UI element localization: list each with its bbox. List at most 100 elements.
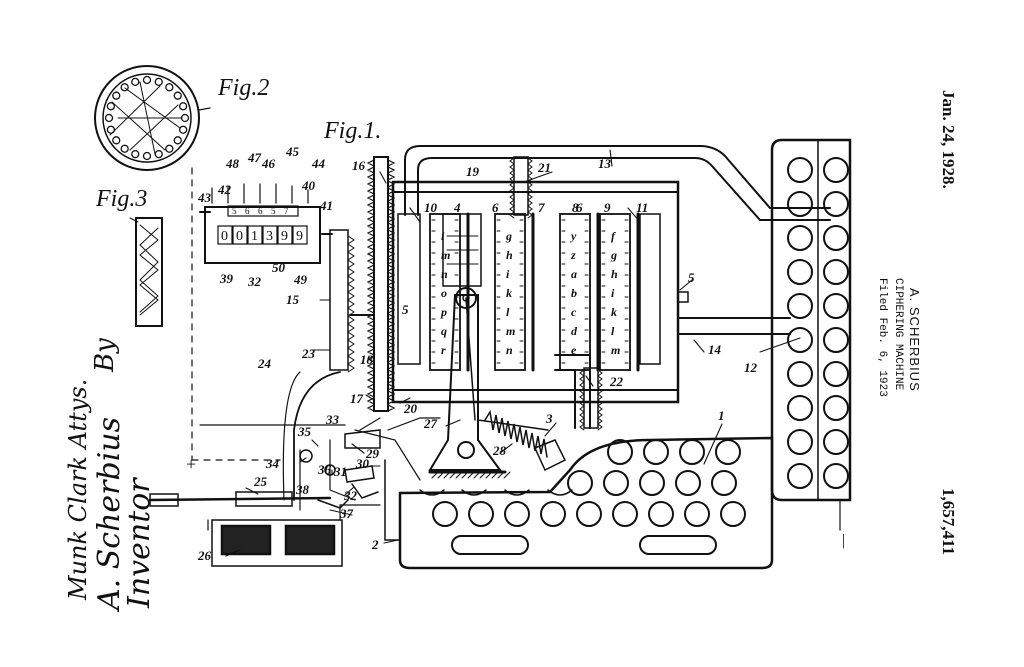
lamp: [787, 361, 813, 387]
ring-letter: z: [570, 248, 576, 262]
ring-letter: n: [506, 343, 513, 357]
lamp: [823, 157, 849, 183]
part-number-label: 17: [350, 391, 364, 406]
rack: [311, 229, 355, 373]
part-number-label: 32: [247, 274, 262, 289]
part-number-label: 34: [265, 456, 280, 471]
ring-letter: f: [611, 229, 616, 243]
part-number-label: 18: [360, 352, 374, 367]
part-number-label: 41: [319, 198, 333, 213]
lamp: [823, 361, 849, 387]
rotor-drum: [494, 213, 526, 371]
keyboard-key: [715, 439, 741, 465]
part-number-label: 7: [538, 200, 545, 215]
ring-letter: n: [441, 267, 448, 281]
part-number-label: 15: [286, 292, 300, 307]
part-number-label: 50: [272, 260, 286, 275]
part-number-label: 11: [636, 200, 648, 215]
ring-letter: m: [441, 248, 450, 262]
keyboard-key: [504, 501, 530, 527]
counter-digit: 9: [296, 229, 303, 244]
keyboard-key: [648, 501, 674, 527]
lamp: [823, 293, 849, 319]
fig2-label: Fig.2: [217, 75, 269, 101]
ring-letter: m: [506, 324, 515, 338]
part-number-label: 24: [257, 356, 272, 371]
fig3-label: Fig.3: [95, 186, 147, 212]
part-number-label: 42: [217, 182, 232, 197]
lamp: [787, 327, 813, 353]
keyboard-key: [711, 470, 737, 496]
part-number-label: 4: [453, 200, 461, 215]
part-number-label: 44: [311, 156, 326, 171]
part-number-label: 16: [352, 158, 366, 173]
ring-letter: b: [571, 286, 577, 300]
part-number-label: 31: [333, 464, 347, 479]
keyboard-key: [603, 470, 629, 496]
keyboard-key: [607, 439, 633, 465]
fig2-contact-disc: [94, 65, 211, 171]
lamp: [787, 191, 813, 217]
signature-inventor-title: Inventor: [122, 478, 157, 608]
lamp: [787, 293, 813, 319]
lamp: [823, 429, 849, 455]
part-number-label: 6: [576, 200, 583, 215]
part-number-label: 35: [297, 424, 312, 439]
part-number-label: 25: [253, 474, 268, 489]
part-number-label: 13: [598, 156, 612, 171]
lever-assembly: [428, 213, 591, 479]
lamp: [823, 463, 849, 489]
part-number-label: 39: [219, 271, 234, 286]
part-number-label: 36: [317, 462, 332, 477]
part-number-label: 12: [744, 360, 758, 375]
fig1-label: Fig.1.: [323, 118, 381, 144]
keyboard-key: [675, 470, 701, 496]
lamp: [787, 225, 813, 251]
lamp: [823, 327, 849, 353]
part-number-label: 38: [295, 482, 310, 497]
part-number-label: 28: [492, 443, 507, 458]
lamp: [823, 191, 849, 217]
ring-letter: o: [441, 286, 447, 300]
part-number-label: 51: [0, 0, 13, 3]
counter-digit: 1: [251, 229, 258, 244]
ring-letter: q: [441, 324, 447, 338]
ring-letter: m: [611, 343, 620, 357]
part-number-label: 9: [604, 200, 611, 215]
part-number-label: 6: [492, 200, 499, 215]
part-number-label: 49: [293, 272, 308, 287]
lamp: [823, 259, 849, 285]
ring-letter: e: [571, 343, 577, 357]
patent-date: Jan. 24, 1928.: [939, 90, 958, 189]
ring-letter: a: [571, 267, 577, 281]
part-number-label: 33: [325, 412, 340, 427]
signature-by: By: [90, 338, 120, 372]
terminal-label: 5: [232, 206, 237, 216]
keyboard-key: [576, 501, 602, 527]
signature-attorneys: Munk Clark Attys.: [64, 378, 92, 600]
part-number-label: 27: [423, 416, 438, 431]
keyboard: [398, 436, 774, 570]
main-gear-column: [349, 156, 396, 412]
counter-digit: 0: [236, 229, 243, 244]
inventor-name: A. SCHERBIUS: [907, 288, 922, 392]
terminal-label: 6: [245, 206, 250, 216]
lamp: [787, 395, 813, 421]
part-number-label: 21: [537, 160, 551, 175]
keyboard-key: [468, 501, 494, 527]
counter-digit: 0: [221, 229, 228, 244]
ring-letter: h: [506, 248, 513, 262]
part-number-label: 48: [225, 156, 240, 171]
part-number-label: 43: [197, 190, 212, 205]
part-number-label: 19: [466, 164, 480, 179]
lamp: [823, 225, 849, 251]
part-number-label: 22: [609, 374, 624, 389]
ring-letter: i: [506, 267, 510, 281]
rotor-drum: [599, 213, 631, 371]
plus-sign: +: [186, 454, 196, 474]
part-number-label: 5: [688, 270, 695, 285]
lamp: [787, 157, 813, 183]
